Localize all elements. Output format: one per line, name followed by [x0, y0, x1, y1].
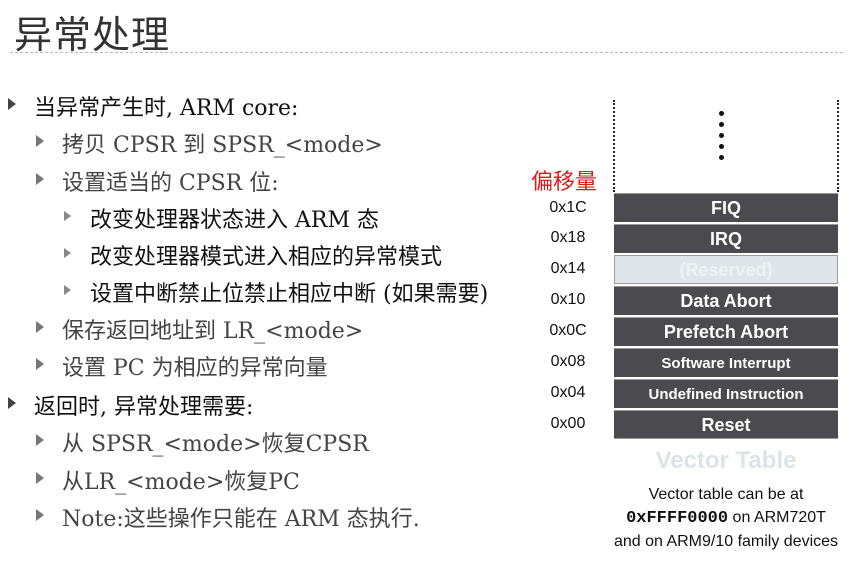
bullet-arrow-icon	[36, 434, 44, 446]
note-address: 0xFFFF0000	[626, 509, 729, 528]
bullet-arrow-icon	[36, 472, 44, 484]
bullet-arrow-icon	[8, 98, 16, 110]
bullet-item: 改变处理器状态进入 ARM 态	[64, 202, 379, 234]
note-line-3: and on ARM9/10 family devices	[613, 533, 839, 550]
vector-address: 0x18	[550, 229, 586, 246]
bullet-item: 返回时, 异常处理需要:	[8, 389, 253, 421]
note-line-2-suffix: on ARM720T	[728, 509, 826, 526]
vector-row-reset: Reset	[614, 410, 838, 439]
vector-row-undefined-instruction: Undefined Instruction	[614, 379, 838, 408]
vector-address: 0x0C	[549, 322, 587, 339]
vector-row-software-interrupt: Software Interrupt	[614, 348, 838, 377]
bullet-arrow-icon	[36, 173, 44, 185]
bullet-arrow-icon	[36, 135, 44, 147]
vector-row-reserved: (Reserved)	[614, 255, 838, 284]
vector-table-title: Vector Table	[655, 447, 797, 474]
vector-row-data-abort: Data Abort	[614, 286, 838, 315]
bullet-item: 改变处理器模式进入相应的异常模式	[64, 239, 442, 271]
note-line-1: Vector table can be at	[648, 486, 804, 503]
title-divider	[10, 52, 843, 53]
vector-row-fiq: FIQ	[614, 193, 838, 222]
vector-table-note: Vector table can be at 0xFFFF0000 on ARM…	[594, 483, 858, 553]
bullet-item: 拷贝 CPSR 到 SPSR_<mode>	[36, 127, 383, 159]
bullet-item: 当异常产生时, ARM core:	[8, 90, 298, 122]
note-line-2: 0xFFFF0000 on ARM720T	[594, 506, 858, 530]
vector-address: 0x10	[550, 291, 586, 308]
vector-address: 0x1C	[549, 199, 587, 216]
vector-address: 0x00	[550, 415, 586, 432]
bullet-item: 保存返回地址到 LR_<mode>	[36, 313, 363, 345]
vector-row-prefetch-abort: Prefetch Abort	[614, 317, 838, 346]
bullet-item: 设置中断禁止位禁止相应中断 (如果需要)	[64, 276, 488, 308]
bullet-item: 从 SPSR_<mode>恢复CPSR	[36, 426, 369, 458]
vector-address: 0x04	[550, 384, 586, 401]
bullet-item: 从LR_<mode>恢复PC	[36, 464, 300, 496]
bullet-item: Note:这些操作只能在 ARM 态执行.	[36, 501, 420, 533]
page-title: 异常处理	[14, 13, 171, 57]
bullet-arrow-icon	[8, 397, 16, 409]
vector-table-right-edge	[837, 100, 839, 192]
bullet-arrow-icon	[36, 358, 44, 370]
bullet-arrow-icon	[36, 509, 44, 521]
ellipsis-icon	[719, 111, 725, 166]
bullet-arrow-icon	[64, 211, 71, 221]
vector-address: 0x08	[550, 353, 586, 370]
bullet-arrow-icon	[64, 285, 71, 295]
vector-row-irq: IRQ	[614, 224, 838, 253]
bullet-arrow-icon	[64, 248, 71, 258]
bullet-item: 设置 PC 为相应的异常向量	[36, 350, 328, 382]
vector-table-left-edge	[613, 100, 615, 192]
bullet-arrow-icon	[36, 321, 44, 333]
vector-address: 0x14	[550, 260, 586, 277]
bullet-item: 设置适当的 CPSR 位:	[36, 165, 279, 197]
offset-label: 偏移量	[531, 170, 598, 195]
